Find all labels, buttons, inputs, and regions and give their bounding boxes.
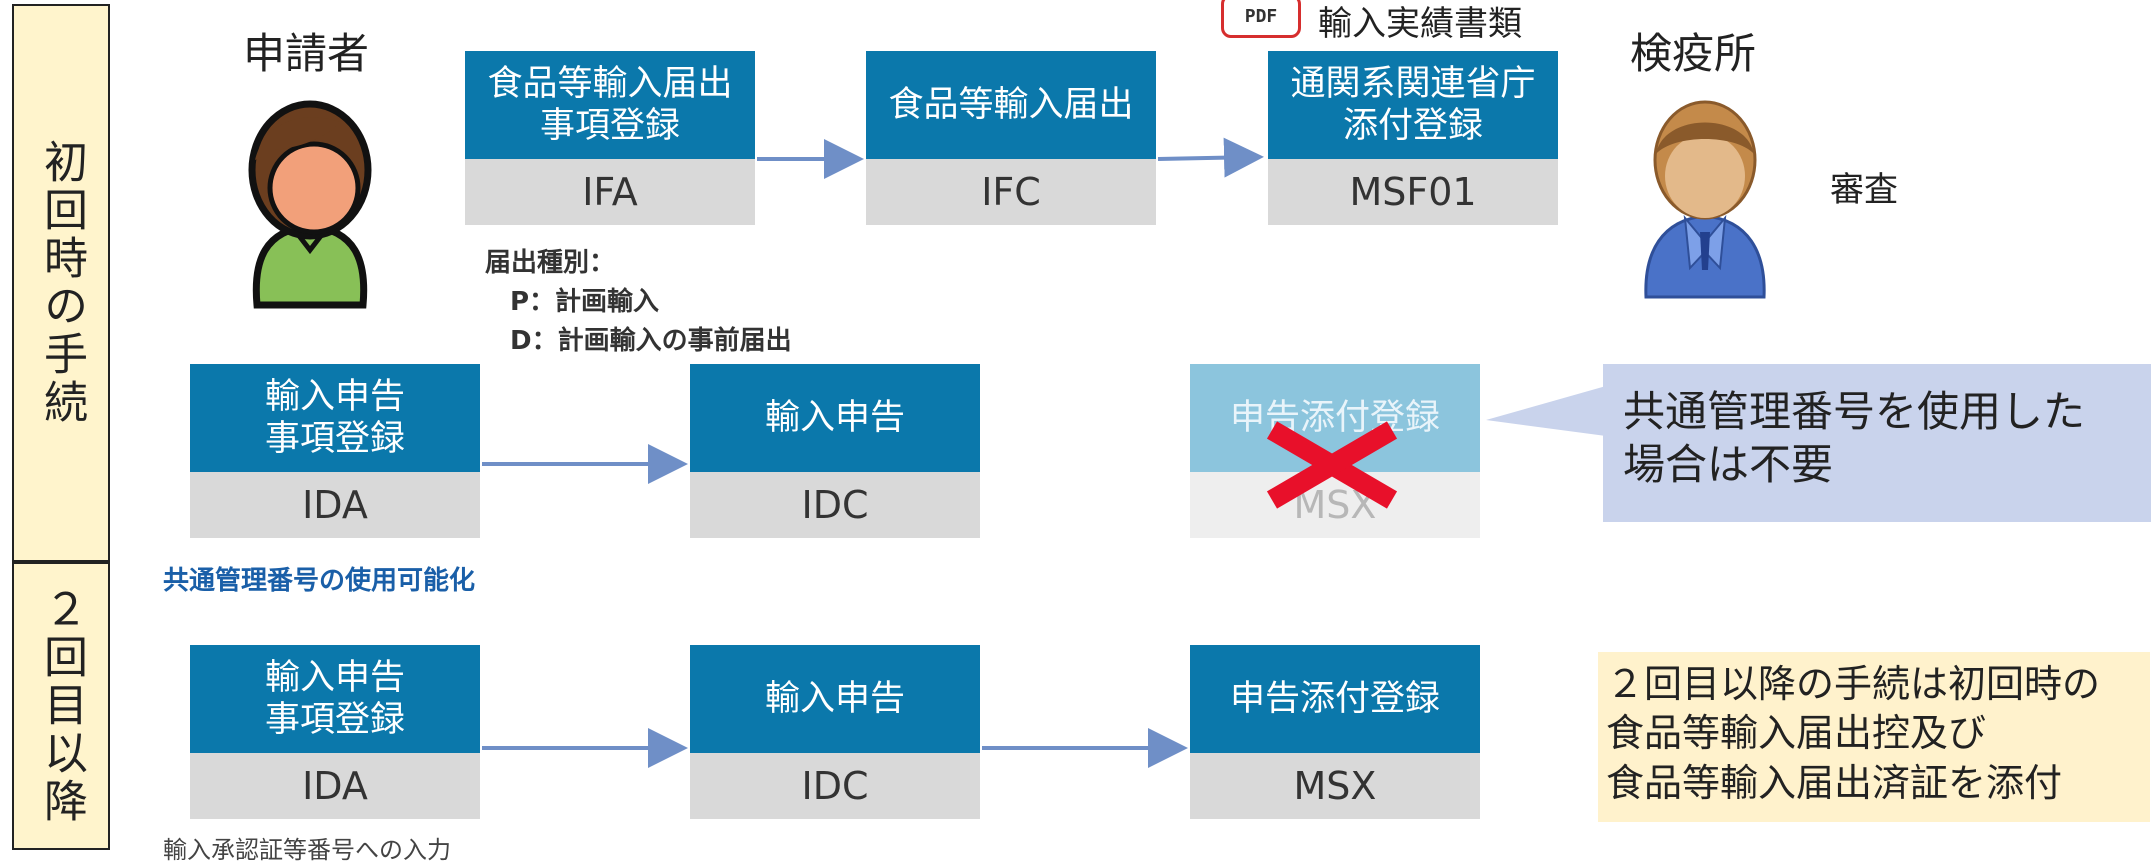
step-idc-second: 輸入申告 IDC [690, 645, 980, 819]
step-msx-second-code: MSX [1190, 753, 1480, 819]
step-msx-second: 申告添付登録 MSX [1190, 645, 1480, 819]
notice-type-heading: 届出種別： [485, 248, 616, 278]
arrow-ifc-msf01 [1157, 137, 1264, 178]
section-second-onward-label: ２回目以降 [36, 586, 87, 826]
step-idc-first-title: 輸入申告 [690, 364, 980, 472]
review-label: 審査 [1830, 170, 1898, 210]
summary-box: ２回目以降の手続は初回時の 食品等輸入届出控及び 食品等輸入届出済証を添付 [1598, 652, 2150, 822]
notice-type-p: P：計画輸入 [510, 287, 660, 317]
pdf-label: 輸入実績書類 [1318, 4, 1522, 44]
step-idc-second-title: 輸入申告 [690, 645, 980, 753]
notice-type-d: D：計画輸入の事前届出 [510, 326, 792, 356]
step-msx-second-title: 申告添付登録 [1190, 645, 1480, 753]
step-ifa-code: IFA [465, 159, 755, 225]
step-ifc-code: IFC [866, 159, 1156, 225]
summary-text: ２回目以降の手続は初回時の 食品等輸入届出控及び 食品等輸入届出済証を添付 [1606, 662, 2101, 805]
step-ifa: 食品等輸入届出 事項登録 IFA [465, 51, 755, 225]
common-number-note: 共通管理番号の使用可能化 [163, 566, 476, 596]
step-ifc: 食品等輸入届出 IFC [866, 51, 1156, 225]
step-msf01-code: MSF01 [1268, 159, 1558, 225]
quarantine-officer-avatar [1644, 100, 1766, 299]
cross-icon [1266, 421, 1398, 509]
step-ida-second: 輸入申告 事項登録 IDA [190, 645, 480, 819]
step-ida-first-title: 輸入申告 事項登録 [190, 364, 480, 472]
step-idc-first: 輸入申告 IDC [690, 364, 980, 538]
step-ifa-title: 食品等輸入届出 事項登録 [465, 51, 755, 159]
step-ida-second-code: IDA [190, 753, 480, 819]
callout-pointer [1486, 386, 1606, 436]
pdf-badge-text: PDF [1244, 5, 1278, 27]
applicant-avatar [248, 100, 372, 309]
section-first-time-label: 初回時の手続 [36, 139, 87, 427]
step-ida-first-code: IDA [190, 472, 480, 538]
step-idc-first-code: IDC [690, 472, 980, 538]
callout-box: 共通管理番号を使用した 場合は不要 [1603, 364, 2151, 522]
section-first-time: 初回時の手続 [12, 4, 110, 562]
step-msx-first-disabled: 申告添付登録 MSX [1190, 364, 1480, 538]
section-second-onward: ２回目以降 [12, 562, 110, 850]
step-msf01: 通関系関連省庁 添付登録 MSF01 [1268, 51, 1558, 225]
step-idc-second-code: IDC [690, 753, 980, 819]
step-msf01-title: 通関系関連省庁 添付登録 [1268, 51, 1558, 159]
step-ida-first: 輸入申告 事項登録 IDA [190, 364, 480, 538]
pdf-icon: PDF [1221, 0, 1301, 38]
quarantine-label: 検疫所 [1630, 29, 1757, 78]
footnote: 輸入承認証等番号への入力 [163, 836, 451, 864]
step-ifc-title: 食品等輸入届出 [866, 51, 1156, 159]
callout-text: 共通管理番号を使用した 場合は不要 [1623, 387, 2086, 489]
applicant-label: 申請者 [243, 29, 370, 78]
step-ida-second-title: 輸入申告 事項登録 [190, 645, 480, 753]
